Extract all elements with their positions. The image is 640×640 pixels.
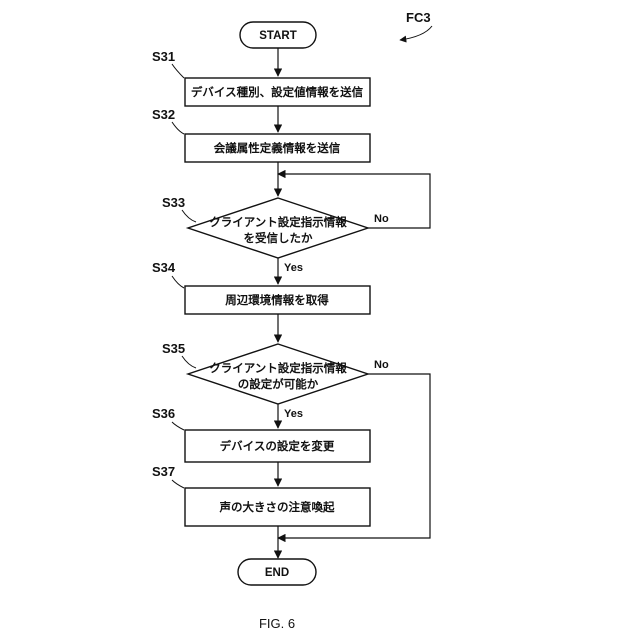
process-text-s34: 周辺環境情報を取得 [225,293,329,307]
branch-yes-s35: Yes [284,408,303,420]
start-terminal-label: START [259,30,296,42]
process-text-s32: 会議属性定義情報を送信 [213,141,341,155]
step-label-s31: S31 [152,49,175,64]
step-leader-s35 [182,356,196,368]
step-label-s36: S36 [152,406,175,421]
decision-text-s35-line1: クライアント設定指示情報 [209,361,347,375]
end-terminal-label: END [265,567,289,579]
step-leader-s34 [172,276,184,288]
branch-no-s35: No [374,359,389,371]
figure-reference-arrow [400,26,432,40]
step-leader-s36 [172,422,184,430]
step-label-s35: S35 [162,341,185,356]
step-label-s37: S37 [152,464,175,479]
figure-reference-label: FC3 [406,10,431,25]
step-leader-s32 [172,122,184,134]
branch-yes-s33: Yes [284,262,303,274]
process-text-s37: 声の大きさの注意喚起 [219,500,335,514]
decision-text-s33-line2: を受信したか [244,231,313,245]
step-leader-s37 [172,480,184,488]
decision-text-s33-line1: クライアント設定指示情報 [209,215,347,229]
step-label-s34: S34 [152,260,176,275]
step-label-s32: S32 [152,107,175,122]
figure-caption: FIG. 6 [259,616,295,631]
step-leader-s31 [172,64,184,78]
process-text-s31: デバイス種別、設定値情報を送信 [191,85,364,99]
process-text-s36: デバイスの設定を変更 [220,439,335,453]
step-leader-s33 [182,210,196,222]
branch-no-s33: No [374,213,389,225]
decision-text-s35-line2: の設定が可能か [238,377,319,391]
step-label-s33: S33 [162,195,185,210]
